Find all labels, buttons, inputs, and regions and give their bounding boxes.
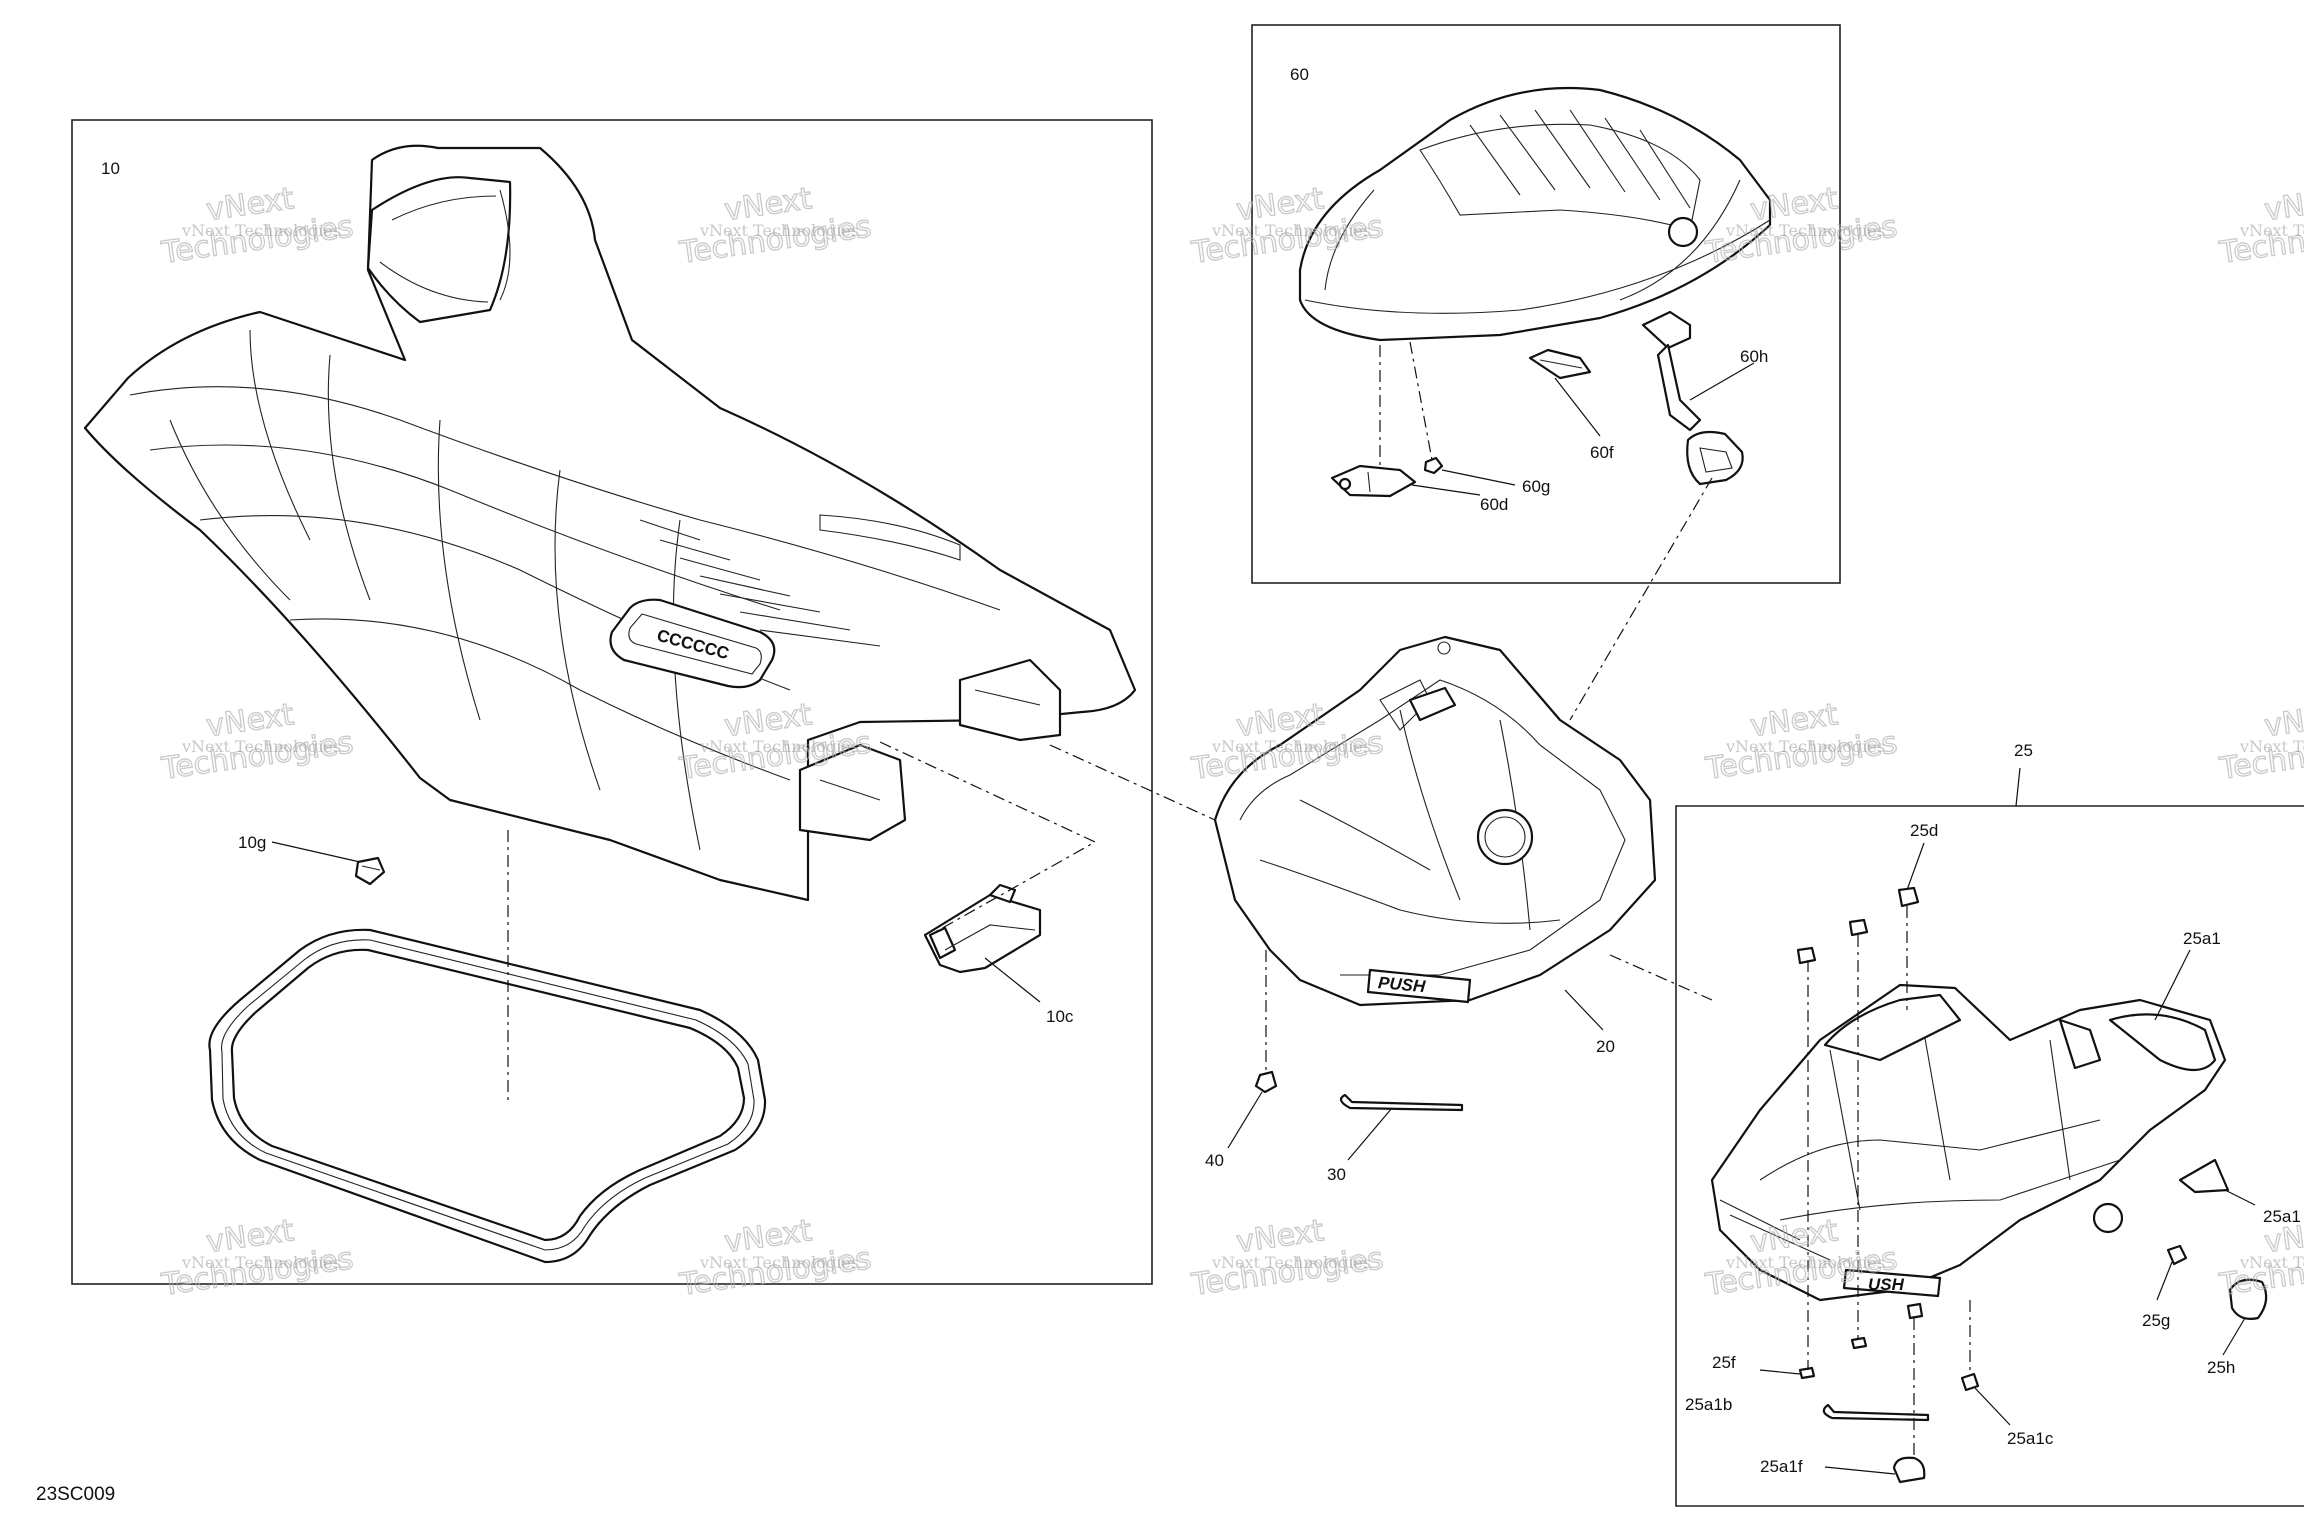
assembly-lines — [507, 341, 1971, 1456]
watermark-2-text: vNext Technologies — [699, 221, 859, 240]
stud-25g-bottom — [1906, 1302, 1924, 1320]
group-box-60 — [1251, 24, 1841, 584]
bolt-25g — [2166, 1244, 2188, 1266]
callout-10g: 10g — [238, 833, 266, 852]
push-button-ring-marker — [1437, 641, 1451, 655]
watermark-7-text: vNext Technologies — [699, 737, 859, 756]
watermark-14-text: vNext Technologies — [1725, 1253, 1885, 1272]
side-bracket-25a1 — [2178, 1158, 2230, 1194]
watermark-12: vNext Technologies vNext Technologies — [676, 1213, 874, 1304]
watermark-3-text: vNext Technologies — [1211, 221, 1371, 240]
callout-20: 20 — [1596, 1037, 1615, 1056]
callout-25f: 25f — [1712, 1353, 1736, 1372]
watermark-9-text: vNext Technologies — [1725, 737, 1885, 756]
group-box-25 — [1675, 805, 2304, 1507]
bin-part-20: PUSH — [1213, 635, 1657, 1007]
cap-25d-2 — [1848, 918, 1869, 937]
clip-part-60f — [1528, 348, 1592, 380]
callout-10c: 10c — [1046, 1007, 1074, 1026]
box-hardware — [1796, 886, 2268, 1484]
watermark-5: vNext Technologies vNext Technologies — [2216, 181, 2304, 272]
fastener-part-10g — [354, 856, 386, 886]
callout-60g: 60g — [1522, 477, 1550, 496]
callout-40: 40 — [1205, 1151, 1224, 1170]
seat-part-10: CCCCCC — [83, 144, 1137, 902]
push-stamp: PUSH — [1366, 968, 1472, 1004]
latch-part-60h — [1641, 310, 1744, 486]
watermark-9: vNext Technologies vNext Technologies — [1702, 697, 1900, 788]
washer-25f-2 — [1850, 1336, 1868, 1350]
watermark-11-text: vNext Technologies — [181, 1253, 341, 1272]
watermark-13: vNext Technologies vNext Technologies — [1188, 1213, 1386, 1304]
watermark-10: vNext Technologies vNext Technologies — [2216, 697, 2304, 788]
seal-ring — [208, 928, 767, 1264]
leader-lines — [271, 362, 2256, 1475]
callout-25a1c: 25a1c — [2007, 1429, 2054, 1448]
nut-part-40 — [1254, 1070, 1278, 1094]
document-id: 23SC009 — [36, 1484, 115, 1505]
bracket-part-10c — [923, 883, 1042, 974]
pin-part-30 — [1339, 1093, 1464, 1112]
watermark-1-text: vNext Technologies — [181, 221, 341, 240]
callout-25h: 25h — [2207, 1358, 2235, 1377]
watermark-13-text: vNext Technologies — [1211, 1253, 1371, 1272]
disc-25h — [2228, 1278, 2268, 1320]
watermark-10-text: vNext Technologies — [2239, 737, 2304, 756]
cap-25a1f — [1892, 1456, 1926, 1484]
watermark-15-text: vNext Technologies — [2239, 1253, 2304, 1272]
nut-25a1c — [1960, 1372, 1980, 1392]
callout-60f: 60f — [1590, 443, 1614, 462]
callout-25d: 25d — [1910, 821, 1938, 840]
callout-10: 10 — [101, 159, 120, 178]
callout-25: 25 — [2014, 741, 2033, 760]
callout-labels: 10 10g 10c 60 60h 60f 60g 60d 20 40 30 2… — [36, 65, 2301, 1505]
callout-25a1b: 25a1b — [1685, 1395, 1732, 1414]
push-stamp-text: PUSH — [1377, 973, 1426, 996]
callout-30: 30 — [1327, 1165, 1346, 1184]
watermark-2: vNext Technologies vNext Technologies — [676, 181, 874, 272]
cap-25d-3 — [1796, 946, 1817, 965]
callout-25g: 25g — [2142, 1311, 2170, 1330]
box-part-25: USH — [1710, 983, 2227, 1302]
callout-60h: 60h — [1740, 347, 1768, 366]
callout-25a1f: 25a1f — [1760, 1457, 1803, 1476]
watermark-12-text: vNext Technologies — [699, 1253, 859, 1272]
washer-25f — [1798, 1366, 1816, 1380]
seat-logo: CCCCCC — [609, 598, 776, 689]
pin-25a1b — [1822, 1403, 1930, 1422]
cover-part-60 — [1298, 86, 1772, 342]
group-box-10 — [71, 119, 1153, 1285]
box-push-stamp: USH — [1868, 1275, 1905, 1294]
watermark-6: vNext Technologies vNext Technologies — [158, 697, 356, 788]
callout-25a1: 25a1 — [2183, 929, 2221, 948]
watermark-11: vNext Technologies vNext Technologies — [158, 1213, 356, 1304]
nut-part-60g — [1423, 456, 1444, 475]
watermark-1: vNext Technologies vNext Technologies — [158, 181, 356, 272]
watermark-6-text: vNext Technologies — [181, 737, 341, 756]
watermark-8-text: vNext Technologies — [1211, 737, 1371, 756]
plate-part-60d — [1330, 464, 1417, 498]
watermark-4-text: vNext Technologies — [1725, 221, 1885, 240]
callout-60d: 60d — [1480, 495, 1508, 514]
cap-25d — [1897, 886, 1920, 908]
callout-60: 60 — [1290, 65, 1309, 84]
watermark-5-text: vNext Technologies — [2239, 221, 2304, 240]
callout-25a1-side: 25a1 — [2263, 1207, 2301, 1226]
